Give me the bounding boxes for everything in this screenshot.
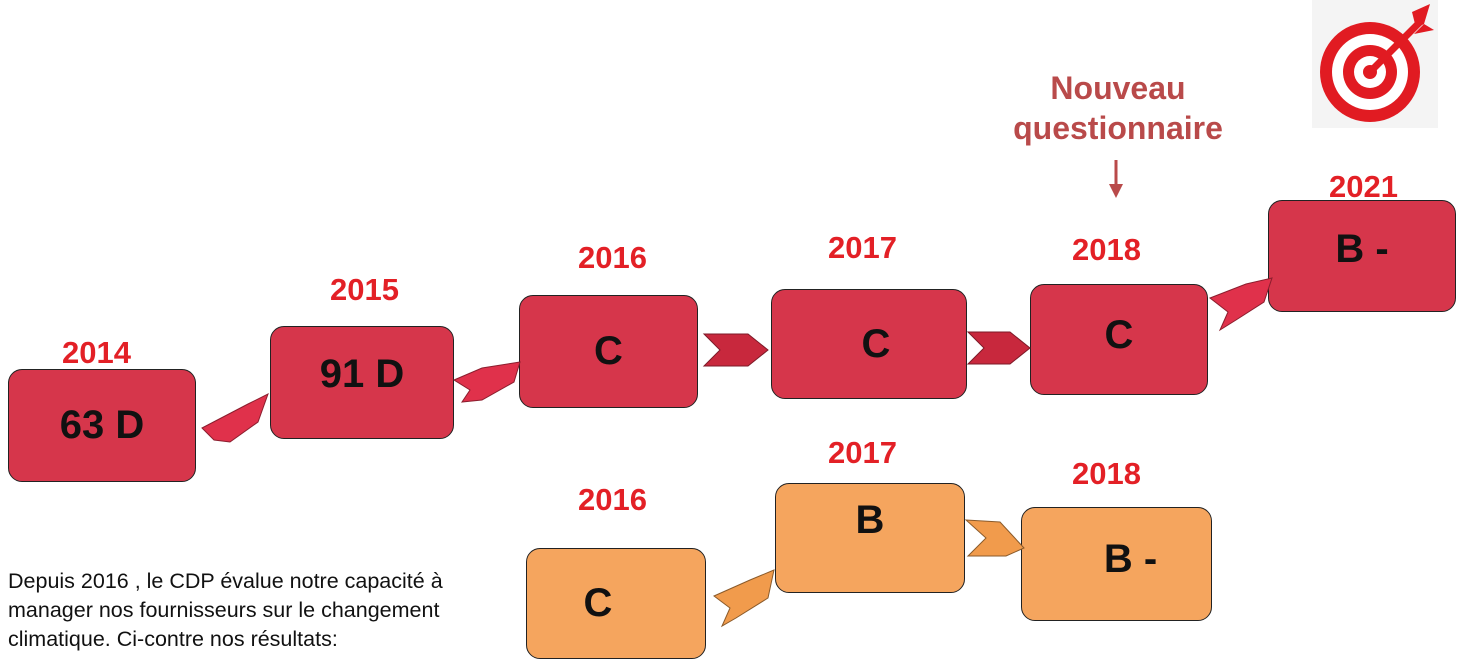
year-label: 2021 [1329,169,1398,204]
year-label: 2018 [1072,456,1141,491]
score-box: C [526,548,706,659]
chevron-arrow-icon [452,361,521,403]
score-box: C [1030,284,1208,395]
score-box: 91 D [270,326,454,439]
chevron-arrow-icon [201,392,269,443]
chevron-arrow-icon [964,519,1025,557]
target-icon [1312,0,1438,128]
year-label: 2016 [578,482,647,517]
chevron-arrow-icon [702,333,769,367]
year-label: 2017 [828,230,897,265]
year-label: 2018 [1072,232,1141,267]
year-label: 2017 [828,435,897,470]
arrow-down-icon [1109,160,1123,198]
score-box: B - [1268,200,1456,312]
score-box: B [775,483,965,593]
score-box: 63 D [8,369,196,482]
year-label: 2014 [62,335,131,370]
note-line-2: questionnaire [1013,110,1223,146]
chevron-arrow-icon [713,569,775,628]
score-box: C [519,295,698,408]
new-questionnaire-note: Nouveau questionnaire [1000,68,1236,148]
score-box: B - [1021,507,1212,621]
note-line-1: Nouveau [1050,70,1186,106]
description-text: Depuis 2016 , le CDP évalue notre capaci… [8,569,443,651]
year-label: 2015 [330,272,399,307]
year-label: 2016 [578,240,647,275]
chevron-arrow-icon [966,331,1031,365]
score-box: C [771,289,967,399]
chevron-arrow-icon [1208,277,1273,332]
